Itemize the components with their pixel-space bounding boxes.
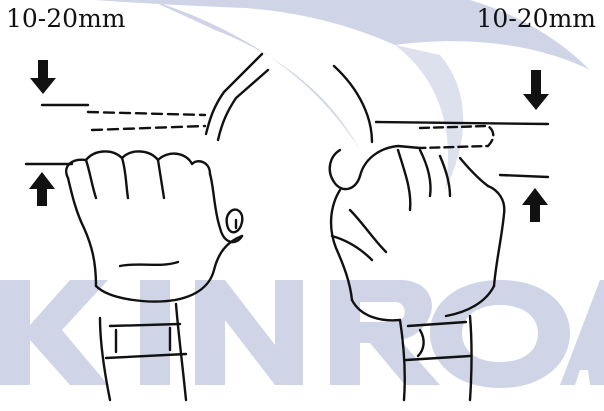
measurement-label-right: 10-20mm [476,4,596,33]
arrow-up-icon-right [522,188,548,222]
watermark-swoosh-logo [95,0,590,190]
measurement-label-left: 10-20mm [6,4,126,33]
arrow-down-icon-right [523,70,549,110]
left-hand-illustration [24,52,270,402]
arrow-down-icon [30,60,56,94]
right-hand-illustration [328,64,550,402]
arrow-up-icon [29,172,55,206]
watermark-letters [0,280,604,388]
